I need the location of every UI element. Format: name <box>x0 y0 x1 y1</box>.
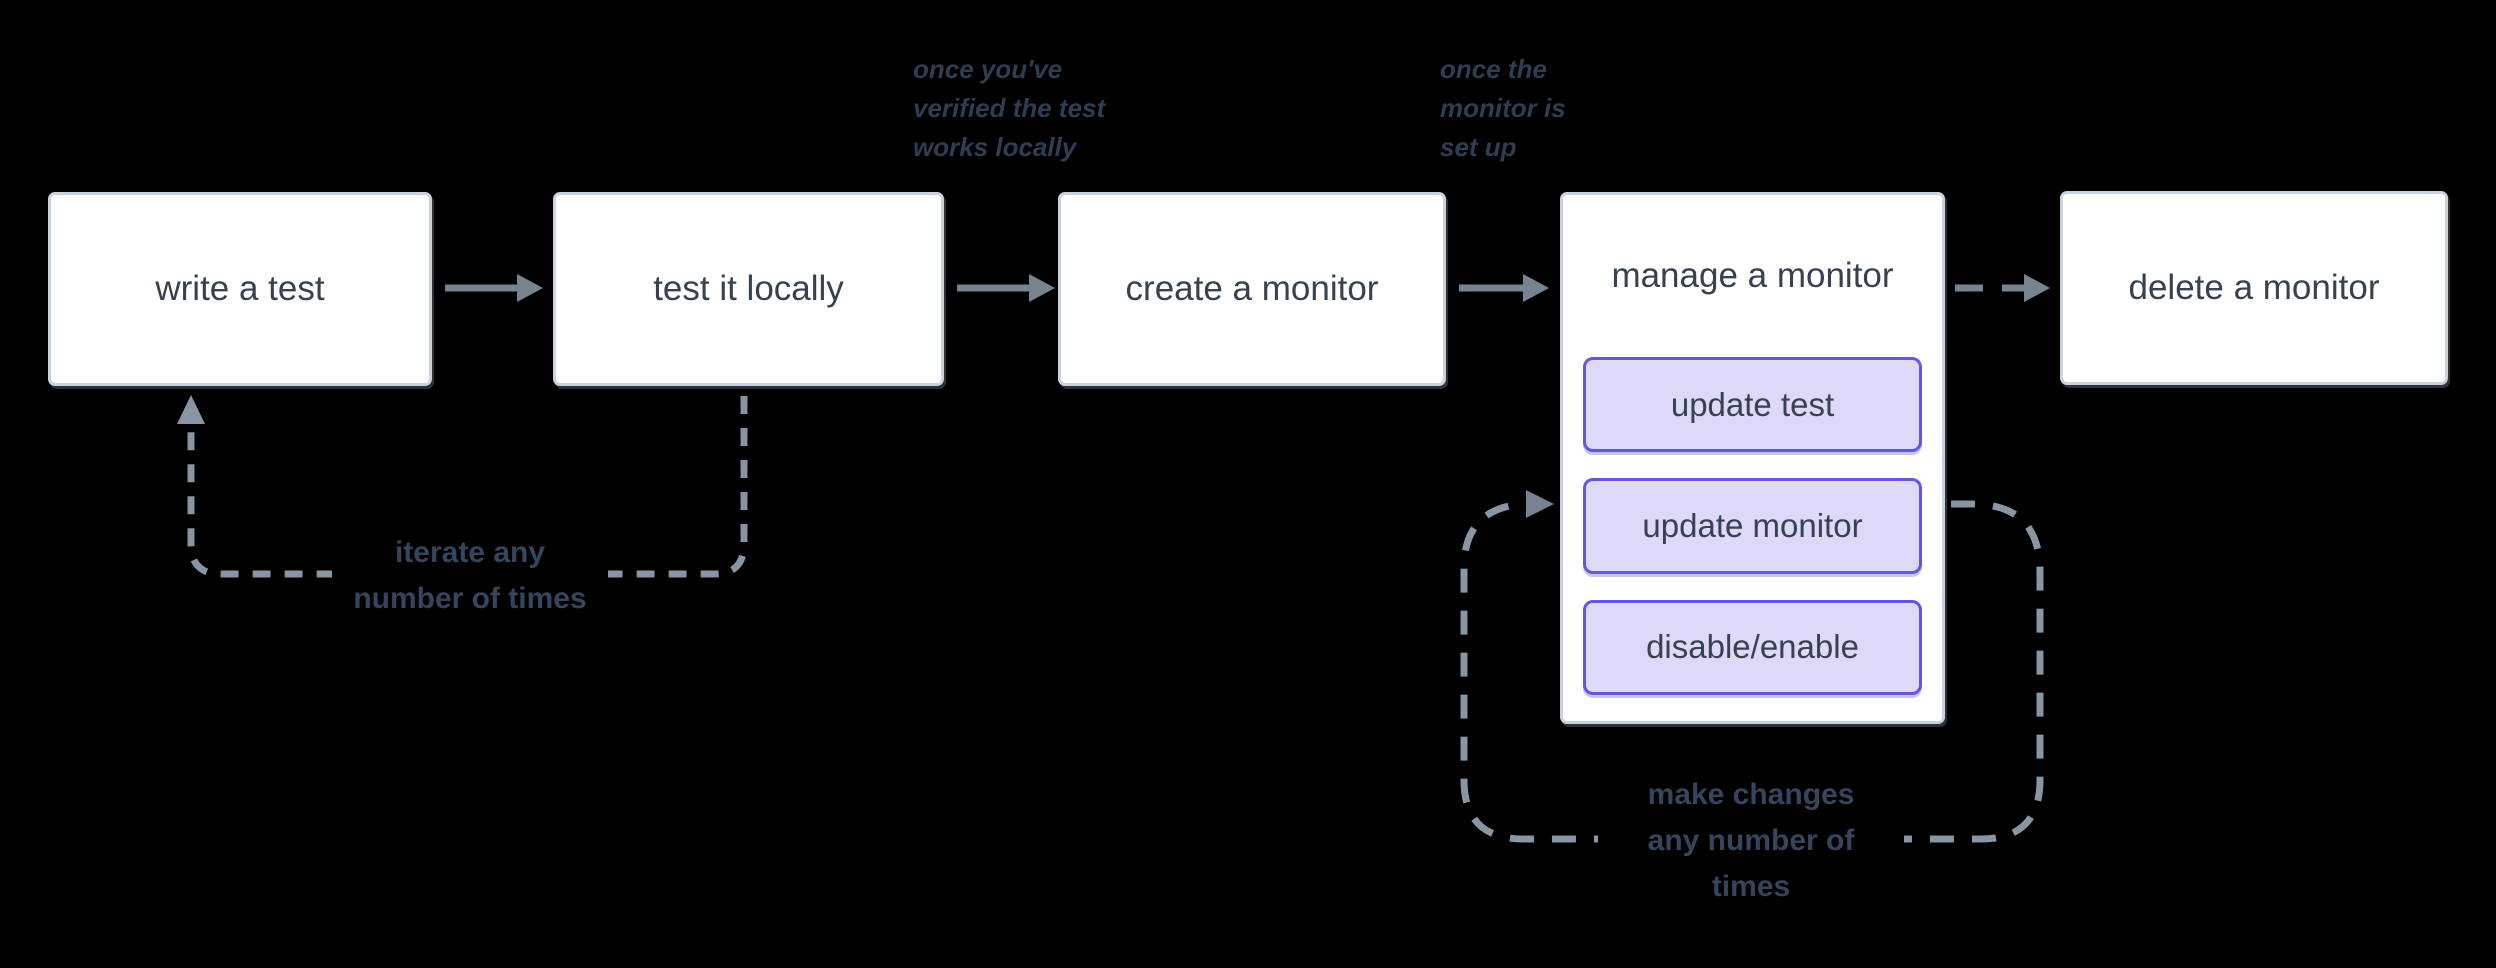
annotation-verified-locally-line1: once you've <box>913 54 1063 84</box>
node-manage-monitor: manage a monitor update test update moni… <box>1560 192 1945 724</box>
action-disable-enable: disable/enable <box>1583 599 1922 695</box>
arrow-manage-to-delete <box>1955 274 2050 302</box>
node-write-test-label: write a test <box>155 269 325 308</box>
loop-label-iterate-line2: number of times <box>353 582 587 615</box>
annotation-verified-locally: once you've verified the test works loca… <box>913 50 1105 167</box>
loop-label-make-changes-line1: make changes <box>1647 778 1855 811</box>
arrow-write-to-test <box>445 274 543 302</box>
node-manage-monitor-label: manage a monitor <box>1611 255 1894 295</box>
node-test-locally: test it locally <box>553 192 944 386</box>
loop-label-make-changes-line3: times <box>1711 870 1791 903</box>
arrow-test-to-create <box>957 274 1055 302</box>
node-create-monitor: create a monitor <box>1058 192 1446 386</box>
node-manage-monitor-title-area: manage a monitor <box>1563 195 1942 357</box>
loop-label-iterate-line1: iterate any <box>394 536 546 569</box>
node-test-locally-label: test it locally <box>653 269 844 308</box>
node-delete-monitor-label: delete a monitor <box>2128 268 2380 307</box>
loop-label-make-changes: make changes any number of times <box>1598 770 1904 912</box>
loop-label-make-changes-line2: any number of <box>1647 824 1855 857</box>
arrow-create-to-manage <box>1459 274 1549 302</box>
node-create-monitor-label: create a monitor <box>1125 269 1379 308</box>
action-update-test-label: update test <box>1670 385 1835 423</box>
annotation-monitor-set-up-line3: set up <box>1440 132 1517 162</box>
action-update-monitor-label: update monitor <box>1642 506 1863 544</box>
loop-make-changes-path <box>1460 490 2044 843</box>
loop-label-iterate: iterate any number of times <box>332 528 608 624</box>
action-update-monitor: update monitor <box>1583 478 1922 574</box>
annotation-verified-locally-line2: verified the test <box>913 93 1106 123</box>
action-disable-enable-label: disable/enable <box>1646 628 1859 666</box>
annotation-monitor-set-up-line1: once the <box>1440 54 1547 84</box>
annotation-monitor-set-up-line2: monitor is <box>1440 93 1566 123</box>
annotation-verified-locally-line3: works locally <box>913 132 1077 162</box>
annotation-monitor-set-up: once the monitor is set up <box>1440 50 1566 167</box>
node-write-test: write a test <box>48 192 432 386</box>
node-delete-monitor: delete a monitor <box>2060 191 2448 385</box>
action-update-test: update test <box>1583 356 1922 453</box>
loop-iterate-path <box>177 395 748 578</box>
